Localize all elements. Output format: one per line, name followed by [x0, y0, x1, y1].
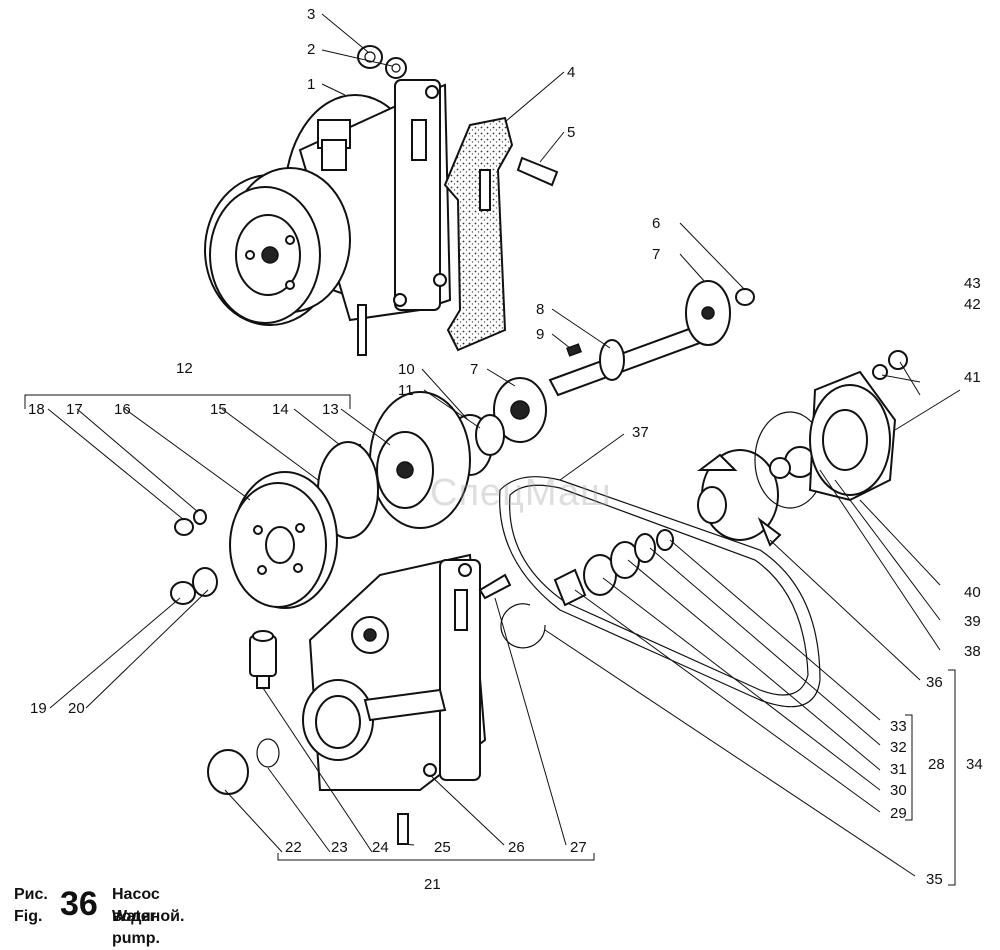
leader-lines — [24, 13, 961, 886]
callout-6: 6 — [652, 215, 660, 232]
callout-12: 12 — [176, 360, 193, 377]
callout-4: 4 — [567, 64, 575, 81]
callout-20: 20 — [68, 700, 85, 717]
callout-19: 19 — [30, 700, 47, 717]
callout-15: 15 — [210, 401, 227, 418]
pump-housing — [302, 553, 487, 791]
callout-9: 9 — [536, 326, 544, 343]
callout-14: 14 — [272, 401, 289, 418]
callout-16: 16 — [114, 401, 131, 418]
nut-left-small — [174, 518, 194, 536]
callout-11: 11 — [398, 382, 414, 399]
callout-22: 22 — [285, 839, 302, 856]
callout-5: 5 — [567, 124, 575, 141]
callout-28: 28 — [928, 756, 945, 773]
callout-17: 17 — [66, 401, 83, 418]
callout-43: 43 — [964, 275, 981, 292]
stud-top — [516, 156, 559, 187]
figure-caption: Рис. Насос водяной. Fig. Water pump. 36 — [14, 884, 184, 947]
callout-10: 10 — [398, 361, 415, 378]
pump-assembly — [204, 79, 452, 356]
callout-13: 13 — [322, 401, 339, 418]
shaft-assembly — [493, 280, 755, 443]
callout-23: 23 — [331, 839, 348, 856]
nut-cover — [888, 350, 908, 370]
callout-41: 41 — [964, 369, 981, 386]
callout-26: 26 — [508, 839, 525, 856]
callout-34: 34 — [966, 756, 983, 773]
callout-27: 27 — [570, 839, 587, 856]
callout-32: 32 — [890, 739, 907, 756]
callout-7-mid: 7 — [470, 361, 478, 378]
callout-2: 2 — [307, 41, 315, 58]
callout-3: 3 — [307, 6, 315, 23]
callout-40: 40 — [964, 584, 981, 601]
temperature-sensor — [249, 630, 277, 689]
callout-38: 38 — [964, 643, 981, 660]
circlip — [500, 603, 546, 649]
stud-housing — [478, 573, 512, 600]
washer-cover — [872, 364, 888, 380]
lock-washer-left — [192, 567, 218, 597]
stud-bottom — [397, 813, 409, 845]
drain-plug — [207, 749, 249, 795]
seal-stack — [553, 529, 674, 607]
callout-24: 24 — [372, 839, 389, 856]
pulley — [229, 471, 338, 609]
callout-30: 30 — [890, 782, 907, 799]
callout-35: 35 — [926, 871, 943, 888]
impeller-hub — [338, 391, 471, 529]
callout-31: 31 — [890, 761, 907, 778]
caption-prefix-ru: Рис. — [14, 886, 48, 903]
callout-25: 25 — [434, 839, 451, 856]
callout-42: 42 — [964, 296, 981, 313]
watermark: СпецМаш — [430, 472, 612, 514]
o-ring — [256, 738, 280, 768]
gasket-slot — [479, 169, 491, 211]
callout-33: 33 — [890, 718, 907, 735]
nut-left — [170, 581, 196, 605]
nut-and-washer-top — [357, 45, 407, 79]
callout-29: 29 — [890, 805, 907, 822]
pump-cover — [754, 370, 897, 509]
washer-left-small — [193, 509, 207, 525]
gasket-plate — [443, 116, 514, 352]
caption-figure-number: 36 — [60, 885, 98, 923]
callout-8: 8 — [536, 301, 544, 318]
callout-labels: 3 2 1 4 5 6 7 8 9 10 11 7 12 18 17 16 15… — [28, 6, 983, 893]
caption-title-ru: Насос водяной. — [112, 886, 185, 925]
drive-belt — [499, 476, 821, 708]
callout-37: 37 — [632, 424, 649, 441]
callout-36: 36 — [926, 674, 943, 691]
callout-18: 18 — [28, 401, 45, 418]
caption-title-en: Water pump. — [112, 908, 160, 947]
callout-1: 1 — [307, 76, 315, 93]
callout-21: 21 — [424, 876, 441, 893]
callout-39: 39 — [964, 613, 981, 630]
callout-7-top: 7 — [652, 246, 660, 263]
caption-prefix-en: Fig. — [14, 908, 43, 925]
impeller — [697, 449, 782, 547]
